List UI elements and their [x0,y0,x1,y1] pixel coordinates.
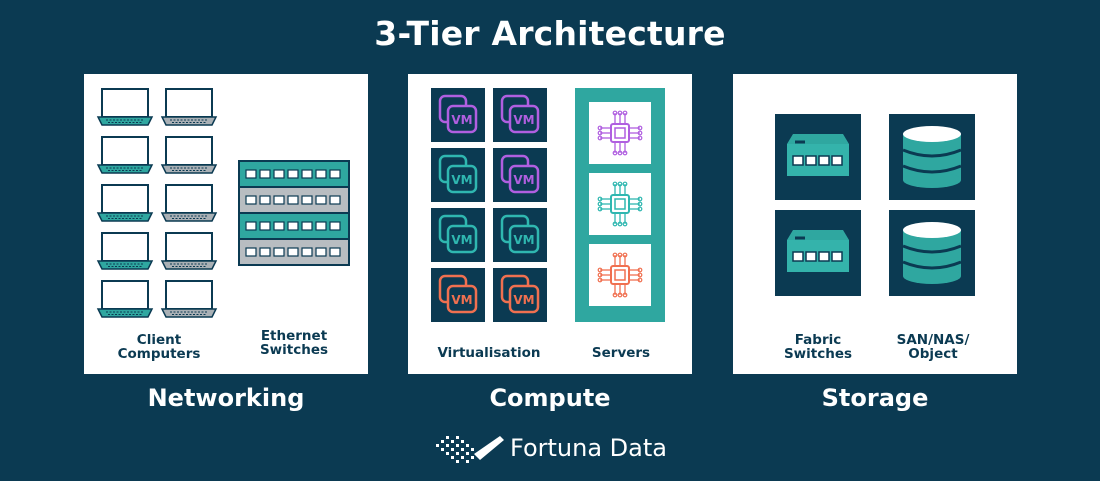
switch-port [245,169,257,179]
vm-label: VM [451,293,472,307]
server-box [589,244,651,306]
server-box [589,173,651,235]
ethernet-switches-icon [238,160,350,266]
vm-label: VM [513,173,534,187]
san-nas-object-caption: SAN/NAS/Object [896,332,970,362]
vm-label: VM [513,113,534,127]
switch-port [329,221,341,231]
database-icon [889,114,975,200]
servers-column [575,88,665,322]
brand-name: Fortuna Data [510,434,667,462]
laptop-icon [160,88,218,126]
fabric-switch-icon [775,114,861,200]
vm-tile: VM [431,208,485,262]
vm-icon: VM [438,274,478,314]
vm-label: VM [513,233,534,247]
switch-port [273,195,285,205]
page-title: 3-Tier Architecture [374,14,726,53]
switch-port [301,195,313,205]
switch-port [245,221,257,231]
switch-port [273,221,285,231]
logo-mark-icon [436,436,504,463]
cpu-chip-icon [597,110,643,156]
cpu-chip-icon [597,252,643,298]
switch-port [315,169,327,179]
switch-port [245,247,257,257]
switch-port [287,247,299,257]
laptop-icon [96,184,154,222]
switch-port [273,247,285,257]
cpu-chip-icon [597,181,643,227]
switch-port [287,169,299,179]
switch-port [315,195,327,205]
laptop-icon [160,136,218,174]
switch-port [259,247,271,257]
laptop-icon [160,280,218,318]
laptop-icon [96,280,154,318]
switch-port [301,221,313,231]
switch-port [245,195,257,205]
laptop-icon [96,88,154,126]
vm-label: VM [451,113,472,127]
switch-port [329,247,341,257]
vm-label: VM [451,233,472,247]
vm-icon: VM [500,274,540,314]
vm-tile: VM [431,268,485,322]
vm-icon: VM [438,214,478,254]
switch-port [287,195,299,205]
vm-icon: VM [500,154,540,194]
fortuna-data-logo: Fortuna Data [434,432,694,470]
switch-port [301,169,313,179]
vm-tile: VM [493,268,547,322]
switch-port [301,247,313,257]
compute-label: Compute [489,384,611,412]
switch-port [315,221,327,231]
vm-icon: VM [500,94,540,134]
laptop-icon [160,184,218,222]
vm-tile: VM [493,88,547,142]
switch-port [315,247,327,257]
vm-tile: VM [493,148,547,202]
vm-icon: VM [438,94,478,134]
fabric-switch-icon [775,210,861,296]
vm-label: VM [513,293,534,307]
switch-port [259,169,271,179]
laptop-icon [96,232,154,270]
database-icon [889,210,975,296]
vm-icon: VM [500,214,540,254]
server-box [589,102,651,164]
servers-caption: Servers [591,345,651,361]
vm-tile: VM [431,148,485,202]
laptop-icon [96,136,154,174]
switch-port [273,169,285,179]
switch-port [287,221,299,231]
virtualisation-caption: Virtualisation [437,345,541,361]
storage-label: Storage [821,384,929,412]
switch-port [329,169,341,179]
vm-label: VM [451,173,472,187]
vm-icon: VM [438,154,478,194]
vm-tile: VM [431,88,485,142]
laptop-icon [160,232,218,270]
compute-panel: VM VM VM VM VM VM VM VM Virtualisation Servers [408,74,692,374]
switch-port [259,221,271,231]
switch-port [329,195,341,205]
networking-label: Networking [147,384,305,412]
switch-port [259,195,271,205]
vm-tile: VM [493,208,547,262]
